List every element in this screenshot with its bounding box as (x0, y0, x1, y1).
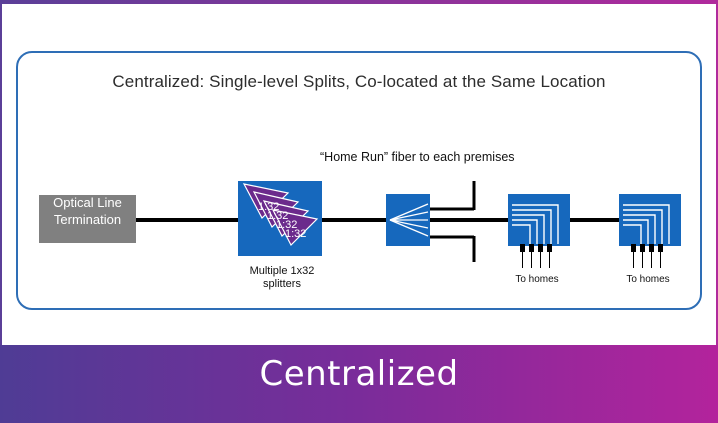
terminal-2 (619, 194, 681, 268)
diagram-title: Centralized: Single-level Splits, Co-loc… (112, 72, 606, 91)
splitters-caption-line2: splitters (263, 278, 301, 290)
splitter-label-1: 1:32 (258, 201, 279, 213)
home-run-branches (428, 181, 476, 262)
splitters-caption: Multiple 1x32 splitters (232, 265, 332, 291)
splitters-caption-line1: Multiple 1x32 (249, 265, 315, 277)
right-accent-rule (716, 0, 718, 345)
home-run-label: “Home Run” fiber to each premises (320, 150, 515, 164)
network-diagram: 1:32 1:32 1:32 1:32 (39, 181, 681, 268)
to-homes-label-1: To homes (515, 274, 559, 285)
banner-title: Centralized (259, 354, 459, 394)
top-accent-rule (0, 0, 718, 4)
splitter-label-2: 1:32 (267, 210, 288, 222)
diagram-frame (16, 51, 702, 310)
splitter-label-4: 1:32 (285, 228, 306, 240)
hub-fan-icon (389, 203, 429, 237)
to-homes-label-2: To homes (626, 274, 670, 285)
slide-body: 1:32 1:32 1:32 1:32 (0, 0, 718, 345)
left-accent-rule (0, 0, 2, 345)
terminal-1 (508, 194, 570, 268)
splitter-label-3: 1:32 (276, 219, 297, 231)
splitter-stack: 1:32 1:32 1:32 1:32 (242, 183, 319, 247)
olt-box (39, 195, 136, 243)
splitter-4 (271, 209, 319, 247)
